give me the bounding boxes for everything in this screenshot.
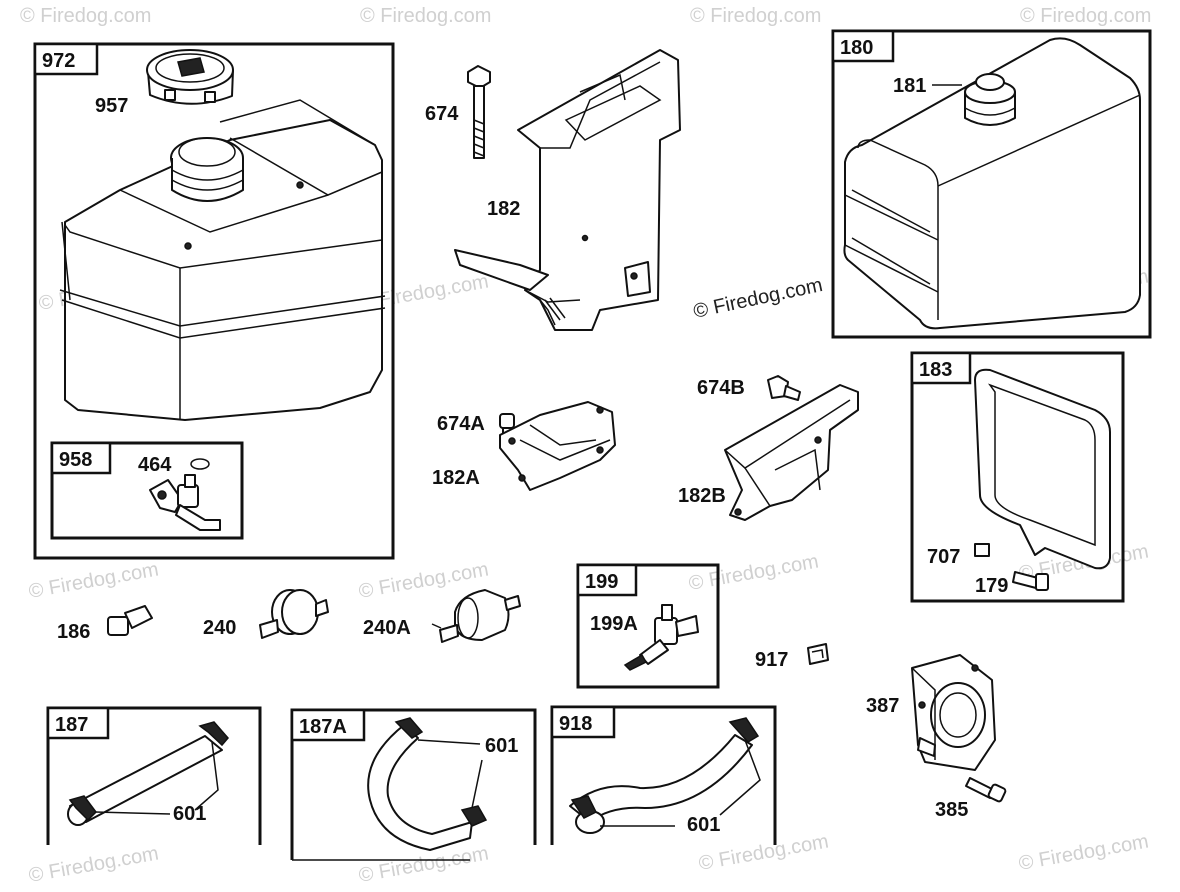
watermark-text: © Firedog.com <box>27 842 160 886</box>
group-918: 918 601 <box>550 705 777 845</box>
tank-strap-icon <box>974 368 1111 570</box>
o-ring-icon <box>190 458 210 470</box>
group-tag: 958 <box>59 449 92 471</box>
fuel-line-187A-icon <box>367 717 488 851</box>
fuel-pump-387-icon <box>911 654 996 771</box>
screw-179-icon <box>1012 571 1049 591</box>
group-tag-box <box>33 42 99 76</box>
group-tag-box <box>910 351 972 385</box>
group-tag-box <box>576 563 638 597</box>
part-label: 182 <box>487 198 520 220</box>
fuel-filter-240-icon <box>259 589 329 639</box>
part-label: 385 <box>935 799 968 821</box>
group-tag: 187A <box>299 716 347 738</box>
part-label: 674 <box>425 103 459 125</box>
bolt-674-icon <box>467 65 491 159</box>
group-183: 183 707 179 <box>910 351 1125 603</box>
screw-385-icon <box>965 777 1007 803</box>
shutoff-valve-199A-icon <box>623 604 699 671</box>
group-tag: 183 <box>919 359 952 381</box>
part-label: 707 <box>927 546 960 568</box>
group-frame <box>50 441 244 540</box>
part-label: 674B <box>697 377 745 399</box>
group-tag: 972 <box>42 50 75 72</box>
group-tag-box <box>290 708 366 742</box>
group-199: 199 199A <box>576 563 720 689</box>
bracket-182B-icon <box>724 384 859 521</box>
group-tag: 199 <box>585 571 618 593</box>
part-label: 387 <box>866 695 899 717</box>
group-180: 180 181 <box>831 29 1152 339</box>
part-label: 240A <box>363 617 411 639</box>
part-label: 179 <box>975 575 1008 597</box>
watermark-text: © Firedog.com <box>20 5 151 27</box>
metal-fuel-tank-icon <box>843 37 1141 330</box>
watermark-text: © Firedog.com <box>690 5 821 27</box>
shutoff-valve-icon <box>149 474 221 531</box>
group-187: 187 601 <box>46 706 262 845</box>
part-label: 182A <box>432 467 480 489</box>
clip-917-icon <box>807 643 829 665</box>
part-label: 181 <box>893 75 926 97</box>
tank-bracket-182-icon <box>454 49 681 331</box>
fuel-filter-240A-icon <box>439 589 521 643</box>
fuel-line-918-icon <box>569 717 760 834</box>
part-label: 199A <box>590 613 638 635</box>
fuel-tank-icon <box>59 99 386 421</box>
part-label: 601 <box>173 803 206 825</box>
group-tag-box <box>50 441 112 475</box>
group-187A: 187A 601 <box>290 708 537 861</box>
part-label: 601 <box>485 735 518 757</box>
group-tag-box <box>46 706 110 740</box>
group-tag: 180 <box>840 37 873 59</box>
group-frame <box>46 706 262 845</box>
bracket-182A-icon <box>499 401 616 491</box>
group-972: 972 957 <box>33 42 395 560</box>
watermark-text: © Firedog.com <box>687 550 820 594</box>
part-label: 917 <box>755 649 788 671</box>
group-frame <box>831 29 1152 339</box>
part-label: 182B <box>678 485 726 507</box>
group-tag: 187 <box>55 714 88 736</box>
watermark-text: © Firedog.com <box>1017 830 1150 874</box>
watermark-text: © Firedog.com <box>1020 5 1151 27</box>
group-tag: 918 <box>559 713 592 735</box>
group-frame <box>550 705 777 845</box>
watermark-text-dark: © Firedog.com <box>691 274 824 323</box>
group-frame <box>576 563 720 689</box>
group-tag-box <box>550 705 616 739</box>
watermark-text: © Firedog.com <box>360 5 491 27</box>
group-frame <box>910 351 1125 603</box>
fitting-186-icon <box>107 605 153 636</box>
watermark-text: © Firedog.com <box>27 558 160 602</box>
group-tag-box <box>831 29 895 63</box>
group-frame <box>33 42 395 560</box>
screw-674B-icon <box>767 375 801 401</box>
part-label: 674A <box>437 413 485 435</box>
fuel-line-187-icon <box>67 721 229 826</box>
fuel-cap-icon <box>146 49 234 105</box>
group-frame <box>290 708 537 860</box>
leader-lines <box>431 623 442 629</box>
watermark-text: © Firedog.com <box>697 830 830 874</box>
part-label: 240 <box>203 617 236 639</box>
part-label: 186 <box>57 621 90 643</box>
part-label: 464 <box>138 454 172 476</box>
nut-707-icon <box>974 543 990 557</box>
part-label: 957 <box>95 95 128 117</box>
part-label: 601 <box>687 814 720 836</box>
